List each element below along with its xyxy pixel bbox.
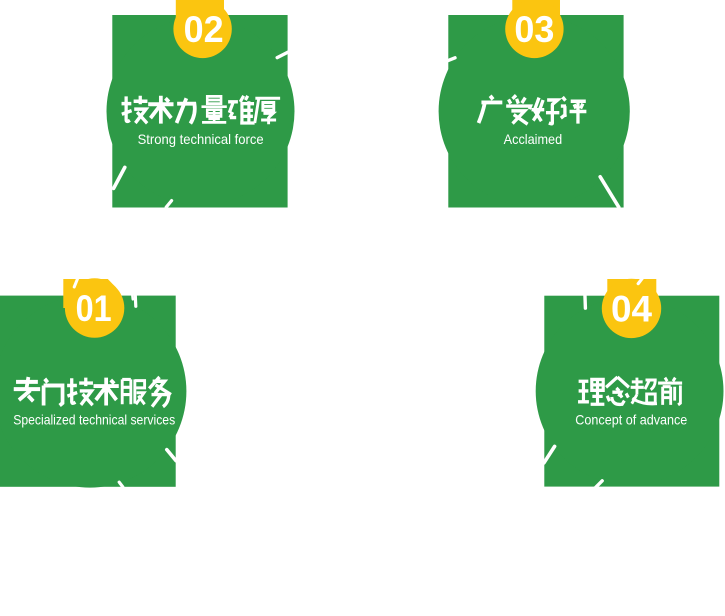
svg-text:Specialized technical services: Specialized technical services	[13, 412, 175, 428]
svg-text:Acclaimed: Acclaimed	[504, 131, 563, 147]
svg-text:03: 03	[514, 8, 554, 50]
svg-text:04: 04	[611, 288, 652, 330]
svg-text:Strong technical force: Strong technical force	[138, 131, 264, 147]
svg-text:01: 01	[76, 287, 112, 329]
svg-text:02: 02	[184, 8, 224, 50]
svg-text:Concept of advance: Concept of advance	[575, 412, 687, 428]
